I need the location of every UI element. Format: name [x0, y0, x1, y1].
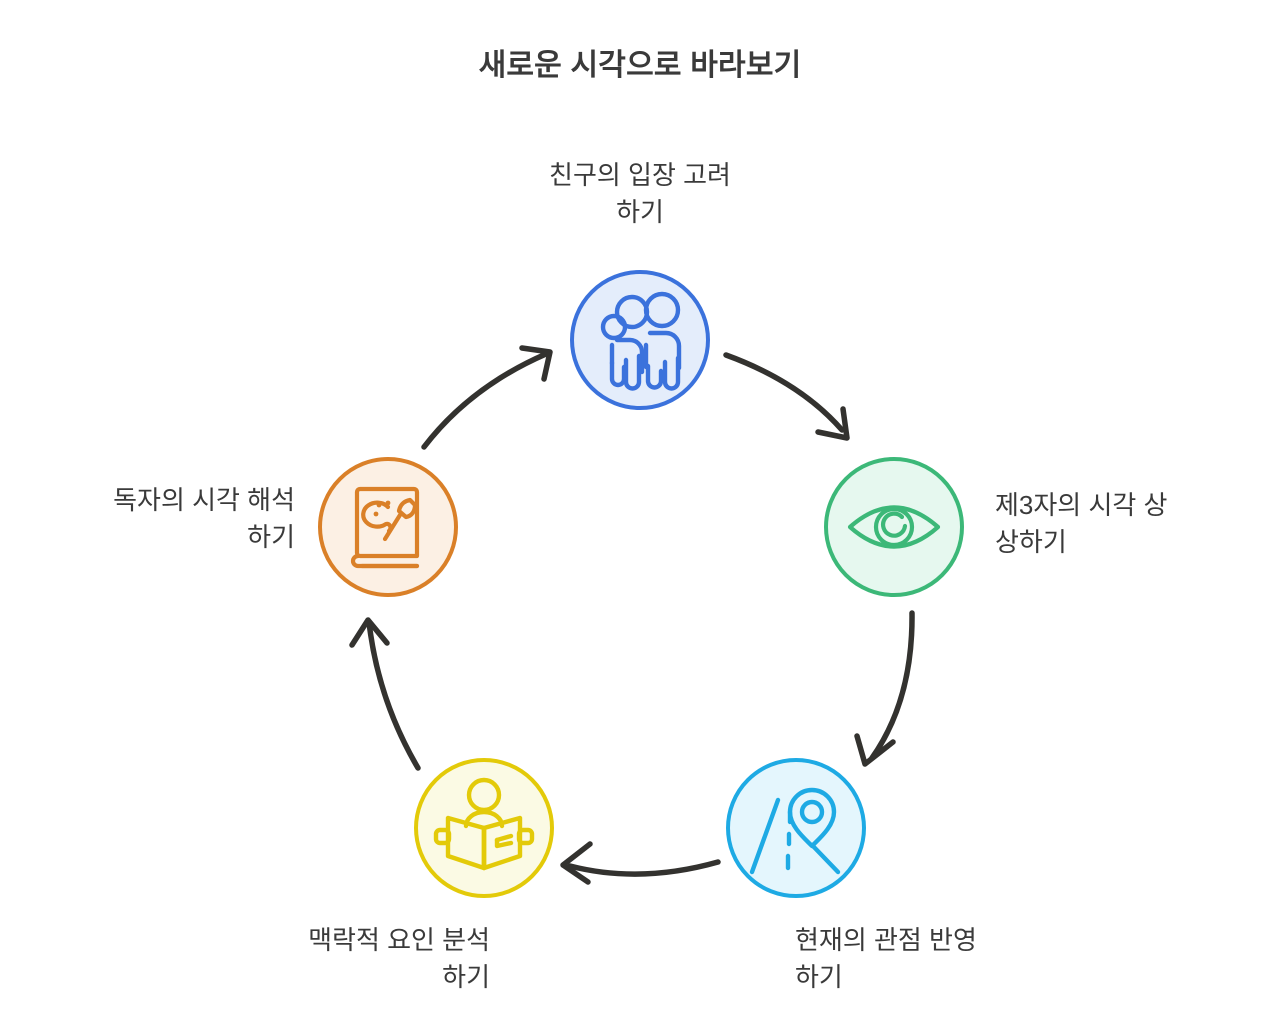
arrow-right-to-bottom-right [854, 610, 915, 767]
node-right-circle [824, 457, 964, 597]
book-palette-icon [350, 486, 420, 569]
node-left-circle [318, 457, 458, 597]
node-bottom-right[interactable] [726, 758, 866, 898]
node-label-bottom-right: 현재의 관점 반영 하기 [795, 925, 977, 992]
person-reading-book-icon [433, 777, 535, 871]
arrow-bottom-left-to-left [349, 617, 421, 771]
node-right[interactable] [824, 457, 964, 597]
arrow-bottom-right-to-bottom-left [560, 841, 721, 885]
node-label-bottom-left: 맥락적 요인 분석 하기 [308, 925, 490, 992]
eye-icon [847, 505, 941, 549]
people-group-icon [600, 291, 682, 391]
arrow-top-to-right [723, 352, 850, 441]
road-location-pin-icon [749, 787, 841, 875]
node-bottom-left[interactable] [414, 758, 554, 898]
node-label-right: 제3자의 시각 상 상하기 [995, 490, 1168, 557]
node-top-circle [570, 270, 710, 410]
node-left[interactable] [318, 457, 458, 597]
arrow-left-to-top [421, 345, 553, 450]
page-title: 새로운 시각으로 바라보기 [478, 49, 802, 82]
node-label-left: 독자의 시각 해석 하기 [113, 485, 295, 552]
node-label-top: 친구의 입장 고려 하기 [549, 160, 731, 227]
node-top[interactable] [570, 270, 710, 410]
